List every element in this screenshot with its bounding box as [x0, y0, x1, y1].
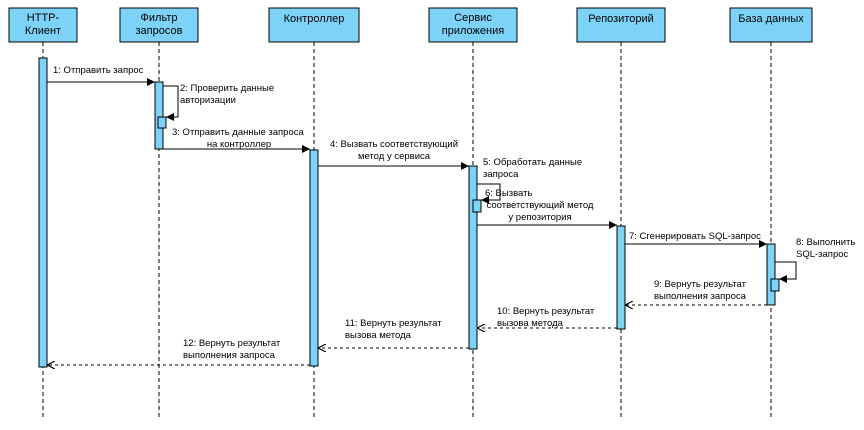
message-label: у репозитория — [508, 212, 571, 223]
message-label: на контроллер — [207, 139, 271, 150]
message-label: 11: Вернуть результат — [345, 318, 442, 329]
activation-database — [766, 243, 776, 306]
activation-service — [468, 165, 478, 350]
message-label: 2: Проверить данные — [180, 83, 274, 94]
message-label: запроса — [483, 169, 519, 180]
message-label: метод у сервиса — [358, 151, 431, 162]
participant-database: База данных — [729, 7, 813, 43]
message-label: SQL-запрос — [796, 249, 849, 260]
participant-label: База данных — [738, 13, 804, 25]
message-arrow — [477, 183, 501, 204]
activation-database-nested — [770, 278, 780, 292]
activation-client — [38, 57, 48, 368]
activation-filter — [154, 81, 164, 150]
participant-repository: Репозиторий — [576, 7, 666, 43]
participant-label: Фильтр — [141, 12, 178, 24]
message-label: 6: Вызвать — [485, 188, 532, 199]
activation-service-nested — [472, 199, 482, 213]
message-label: выполнения запроса — [183, 350, 276, 361]
participant-label: приложения — [442, 25, 504, 37]
message-arrow — [163, 85, 179, 121]
message-arrow — [775, 261, 797, 283]
message-label: вызова метода — [345, 330, 412, 341]
participant-label: Сервис — [454, 12, 492, 24]
message-label: 3: Отправить данные запроса — [172, 127, 304, 138]
message-label: авторизации — [180, 95, 236, 106]
message-label: 10: Вернуть результат — [497, 306, 595, 317]
activation-filter-nested — [157, 116, 167, 129]
participant-label: HTTP- — [27, 12, 60, 24]
message-1: 1: Отправить запрос — [47, 65, 155, 86]
message-label: 8: Выполнить — [796, 237, 855, 248]
participant-controller: Контроллер — [268, 7, 360, 43]
message-label: соответствующий метод — [487, 200, 594, 211]
activation-repository — [616, 225, 626, 330]
message-7: 7: Сгенерировать SQL-запрос — [625, 231, 767, 248]
participant-label: Контроллер — [284, 13, 345, 25]
message-label: 1: Отправить запрос — [53, 65, 144, 76]
message-label: 4: Вызвать соответствующий — [330, 139, 458, 150]
participant-client: HTTP-Клиент — [8, 7, 78, 43]
message-label: 12: Вернуть результат — [183, 338, 281, 349]
message-label: 5: Обработать данные — [483, 157, 582, 168]
message-label: 7: Сгенерировать SQL-запрос — [629, 231, 761, 242]
participant-label: Репозиторий — [588, 13, 654, 25]
activation-controller — [309, 149, 319, 367]
message-label: вызова метода — [497, 318, 564, 329]
participant-label: Клиент — [25, 25, 61, 37]
message-label: 9: Вернуть результат — [654, 279, 747, 290]
participant-label: запросов — [136, 25, 183, 37]
message-label: выполнения запроса — [654, 291, 747, 302]
